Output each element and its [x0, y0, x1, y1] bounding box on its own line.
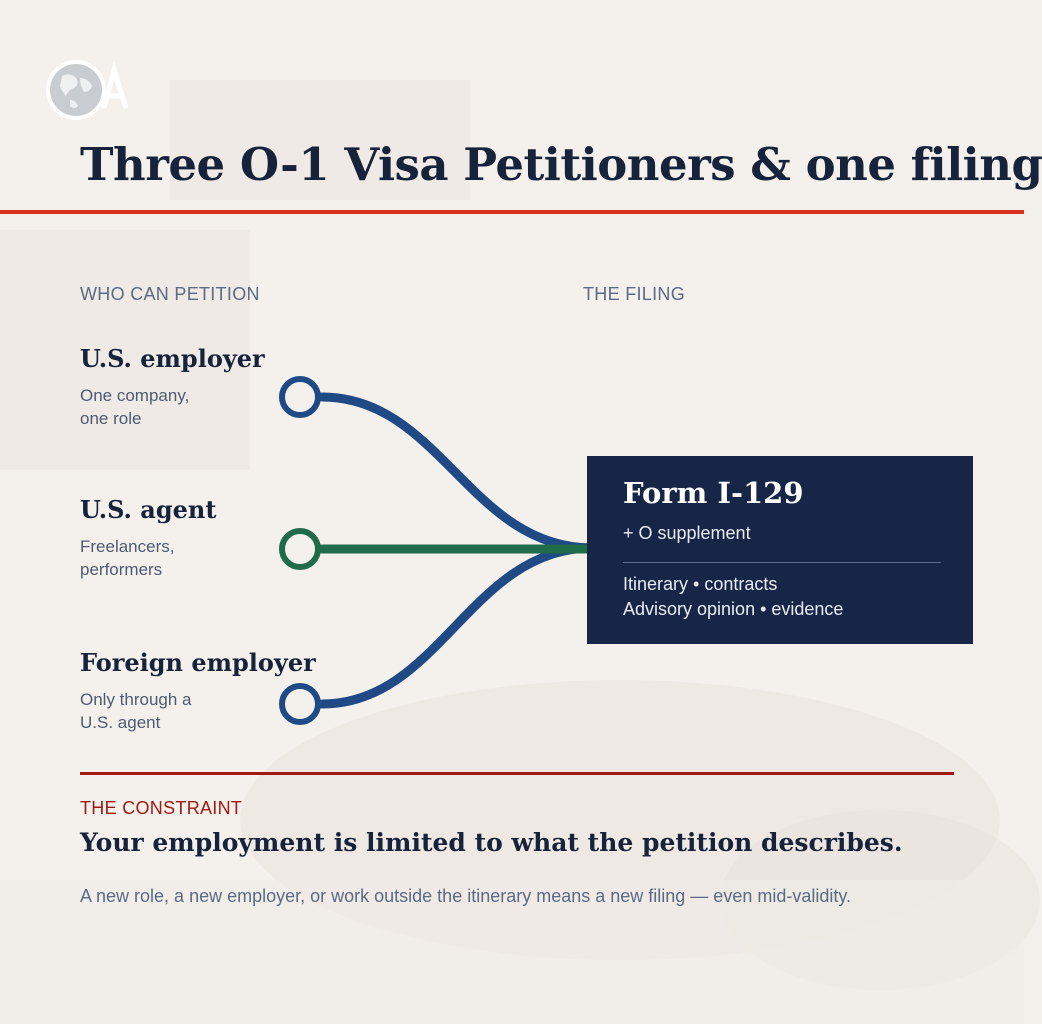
- petitioner-foreign-employer-name: Foreign employer: [80, 648, 316, 677]
- connector-foreign-employer: [317, 543, 597, 709]
- petitioner-us-employer-desc: One company, one role: [80, 384, 260, 430]
- petitioner-us-agent-desc: Freelancers, performers: [80, 535, 260, 581]
- desc-line: one role: [80, 409, 142, 428]
- constraint-headline: Your employment is limited to what the p…: [80, 828, 903, 857]
- filing-column-heading: THE FILING: [583, 284, 686, 304]
- node-us-agent: [279, 528, 321, 570]
- petitioner-us-employer-name: U.S. employer: [80, 344, 265, 373]
- desc-line: One company,: [80, 386, 190, 405]
- page-title: Three O-1 Visa Petitioners & one filing: [80, 138, 1042, 191]
- title-divider: [0, 210, 1024, 214]
- constraint-body: A new role, a new employer, or work outs…: [80, 886, 852, 906]
- form-detail-line-2: Advisory opinion • evidence: [623, 599, 844, 619]
- form-subtitle: + O supplement: [623, 523, 751, 543]
- desc-line: Freelancers,: [80, 537, 175, 556]
- constraint-divider: [80, 772, 954, 775]
- form-divider: [623, 562, 941, 563]
- petitioners-column-heading: WHO CAN PETITION: [80, 284, 260, 304]
- petitioner-us-agent-name: U.S. agent: [80, 495, 217, 524]
- form-title: Form I-129: [623, 476, 804, 510]
- desc-line: Only through a: [80, 690, 192, 709]
- constraint-label: THE CONSTRAINT: [80, 798, 243, 818]
- form-detail-line-1: Itinerary • contracts: [623, 574, 778, 594]
- desc-line: U.S. agent: [80, 713, 161, 732]
- node-us-employer: [279, 376, 321, 418]
- desc-line: performers: [80, 560, 163, 579]
- petitioner-foreign-employer-desc: Only through a U.S. agent: [80, 688, 260, 734]
- node-foreign-employer: [279, 683, 321, 725]
- form-i129-card: Form I-129 + O supplement Itinerary • co…: [587, 456, 973, 644]
- connector-us-employer: [317, 392, 597, 553]
- globe-logo: [42, 58, 134, 122]
